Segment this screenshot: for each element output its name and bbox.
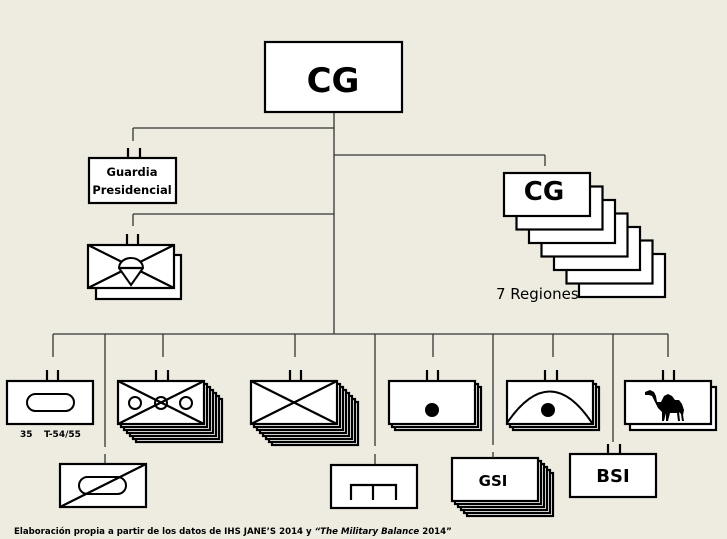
infantry-icon bbox=[250, 380, 338, 425]
guardia-label-line1: Guardia bbox=[107, 165, 158, 179]
armor-unit[interactable]: 35 T-54/55 bbox=[5, 370, 95, 440]
camel-corps-icon bbox=[645, 390, 684, 421]
regional-command-front-card bbox=[502, 171, 592, 218]
guardia-label-line2: Presidencial bbox=[92, 183, 171, 197]
armor-caption-type: T-54/55 bbox=[44, 430, 81, 440]
airborne-unit[interactable] bbox=[86, 234, 183, 301]
artillery-icon bbox=[425, 403, 439, 417]
footer-text-a: Elaboración propia a partir de los datos… bbox=[14, 526, 315, 537]
camel-corps-unit[interactable] bbox=[623, 370, 718, 432]
mechanized-infantry-unit[interactable] bbox=[116, 370, 224, 444]
regional-command-stack[interactable]: CG 7 Regiones bbox=[496, 171, 667, 303]
mechanized-infantry-icon bbox=[117, 380, 205, 425]
footer-text-c: 2014” bbox=[419, 527, 452, 537]
mountain-artillery-icon bbox=[506, 390, 593, 424]
bsi-unit[interactable]: BSI bbox=[568, 444, 658, 499]
infantry-parachute-icon bbox=[87, 244, 175, 289]
gsi-unit[interactable]: GSI bbox=[450, 452, 555, 518]
top-command-box[interactable]: CG bbox=[263, 40, 404, 114]
footer-text-b: “The Military Balance bbox=[315, 527, 420, 537]
bsi-label: BSI bbox=[596, 466, 629, 487]
gsi-label: GSI bbox=[479, 472, 508, 490]
engineer-unit[interactable] bbox=[329, 454, 419, 510]
regional-command-label: CG bbox=[524, 177, 564, 207]
regional-caption: 7 Regiones bbox=[496, 285, 579, 303]
engineer-icon bbox=[349, 483, 398, 500]
mountain-artillery-front-card bbox=[505, 379, 595, 426]
artillery-unit[interactable] bbox=[387, 370, 483, 432]
infantry-unit[interactable] bbox=[249, 370, 360, 447]
armor-caption-qty: 35 bbox=[20, 430, 33, 440]
connector-lines bbox=[52, 113, 669, 447]
artillery-front-card bbox=[387, 379, 477, 426]
gsi-front-card bbox=[450, 456, 540, 503]
mountain-artillery-unit[interactable] bbox=[505, 370, 601, 432]
top-command-label: CG bbox=[307, 61, 360, 101]
anti-armor-icon bbox=[59, 463, 147, 508]
anti-armor-unit[interactable] bbox=[58, 454, 148, 509]
guardia-presidencial-box[interactable]: Guardia Presidencial bbox=[87, 148, 178, 205]
footer-source-note: Elaboración propia a partir de los datos… bbox=[14, 526, 452, 537]
armor-icon bbox=[26, 393, 75, 412]
